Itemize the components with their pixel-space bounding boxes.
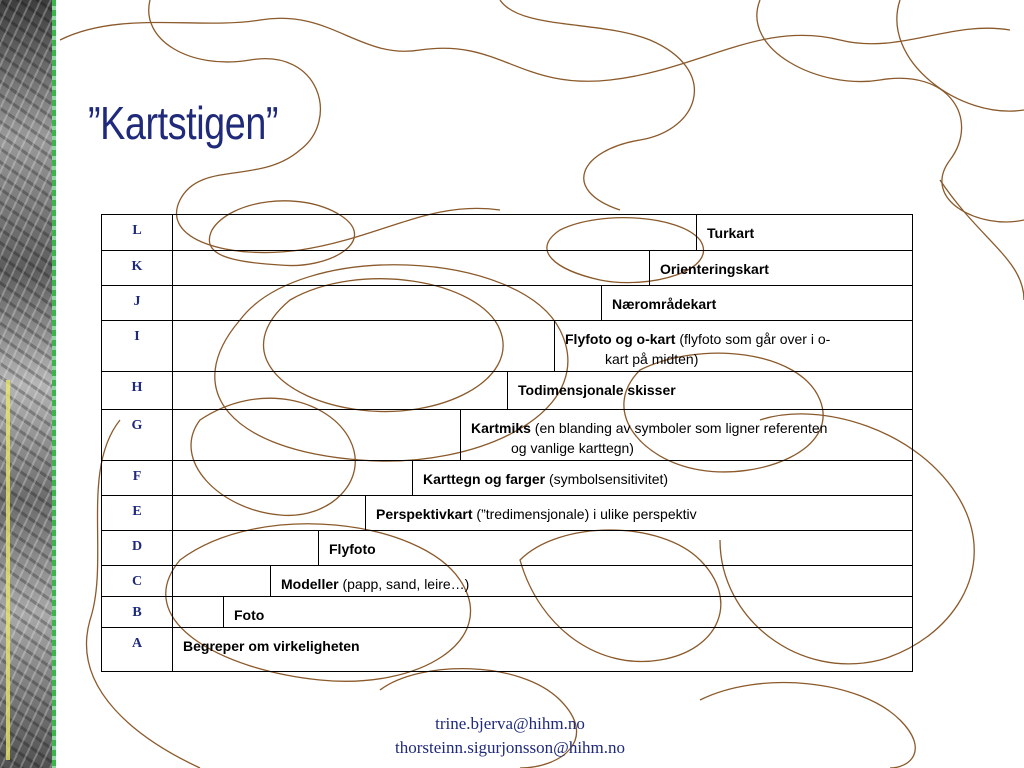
table-row-k: K Orienteringskart (102, 250, 912, 286)
author-email-1[interactable]: trine.bjerva@hihm.no (435, 714, 585, 733)
level-description: Foto (223, 597, 912, 628)
level-letter: G (102, 410, 173, 461)
map-strip-image (0, 0, 56, 768)
level-description: Orienteringskart (649, 251, 912, 286)
level-letter: H (102, 372, 173, 410)
level-description: Perspektivkart (”tredimensjonale) i ulik… (365, 496, 912, 531)
level-letter: I (102, 321, 173, 372)
slide-title: ”Kartstigen” (88, 97, 279, 149)
table-row-f: F Karttegn og farger (symbolsensitivitet… (102, 460, 912, 496)
level-letter: C (102, 566, 173, 597)
level-description: Todimensjonale skisser (507, 372, 912, 410)
level-description: Begreper om virkeligheten (183, 638, 360, 654)
level-description: Turkart (696, 215, 912, 250)
table-row-l: L Turkart (102, 215, 912, 250)
table-row-a: A Begreper om virkeligheten (102, 627, 912, 672)
level-description: Flyfoto (318, 531, 912, 566)
level-letter: L (102, 215, 173, 250)
level-letter: F (102, 461, 173, 496)
strip-path-line (6, 380, 10, 760)
level-description: Nærområdekart (601, 286, 912, 321)
level-description: Modeller (papp, sand, leire…) (270, 566, 912, 597)
table-row-h: H Todimensjonale skisser (102, 371, 912, 410)
level-letter: A (102, 628, 173, 672)
level-letter: K (102, 251, 173, 286)
level-letter: E (102, 496, 173, 531)
table-row-b: B Foto (102, 596, 912, 628)
level-description: Flyfoto og o-kart (flyfoto som går over … (554, 321, 912, 372)
table-row-d: D Flyfoto (102, 530, 912, 566)
author-email-2[interactable]: thorsteinn.sigurjonsson@hihm.no (394, 738, 626, 757)
level-letter: B (102, 597, 173, 628)
level-description: Kartmiks (en blanding av symboler som li… (460, 410, 912, 461)
table-row-i: I Flyfoto og o-kart (flyfoto som går ove… (102, 320, 912, 372)
level-letter: J (102, 286, 173, 321)
table-row-c: C Modeller (papp, sand, leire…) (102, 565, 912, 597)
table-row-g: G Kartmiks (en blanding av symboler som … (102, 409, 912, 461)
table-row-j: J Nærområdekart (102, 285, 912, 321)
table-row-e: E Perspektivkart (”tredimensjonale) i ul… (102, 495, 912, 531)
level-description: Karttegn og farger (symbolsensitivitet) (412, 461, 912, 496)
level-letter: D (102, 531, 173, 566)
kartstigen-table: L Turkart K Orienteringskart J Nærområde… (101, 214, 913, 672)
